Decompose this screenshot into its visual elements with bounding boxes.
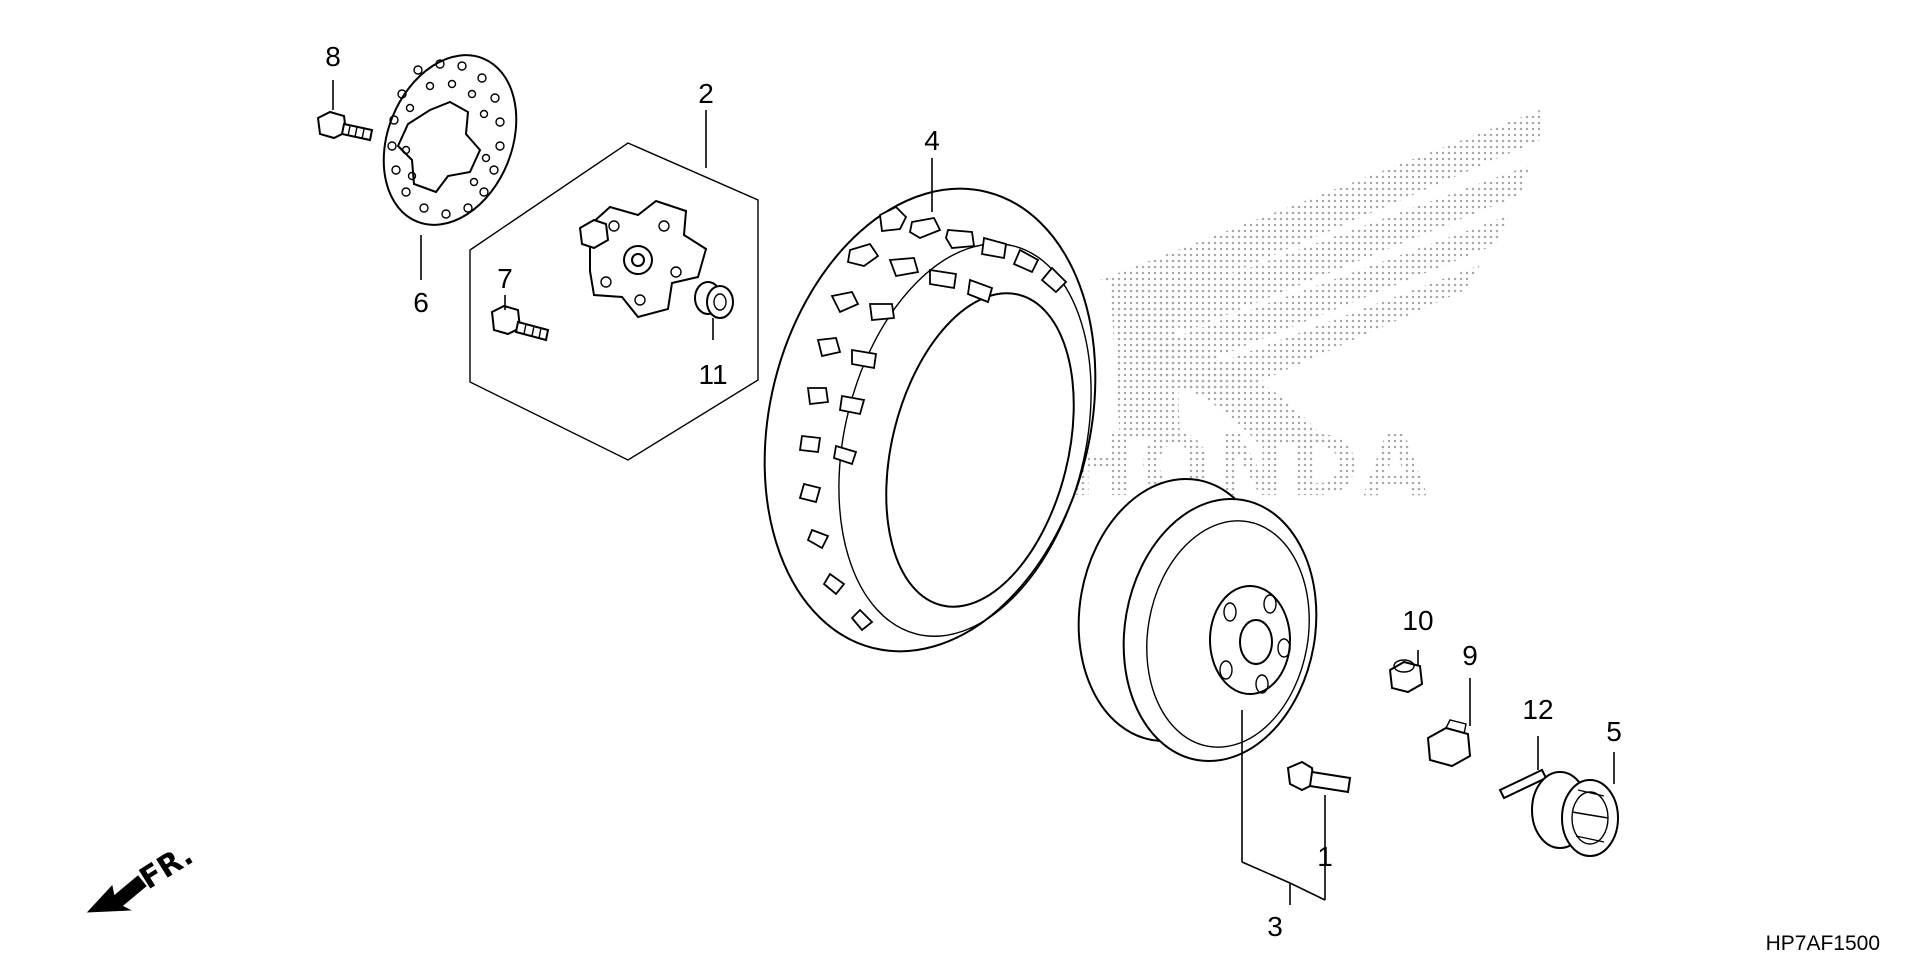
leader-lines <box>332 80 1615 905</box>
castle-nut-part <box>1426 719 1472 768</box>
front-arrow-icon <box>86 875 147 913</box>
wheel-nut-part <box>1388 659 1424 694</box>
callout-11: 11 <box>698 359 727 390</box>
diagram-reference-code: HP7AF1500 <box>1766 932 1880 955</box>
tire-part <box>763 187 1097 653</box>
hub-stud-part <box>490 304 550 342</box>
bearing-part <box>694 281 734 319</box>
wheel-rim-part <box>1077 477 1318 763</box>
callout-6: 6 <box>413 287 429 318</box>
callout-2: 2 <box>698 78 714 109</box>
callout-10: 10 <box>1402 605 1433 636</box>
hub-cap-part <box>1531 771 1619 857</box>
valve-stem-part <box>1286 760 1352 794</box>
honda-wing-watermark: HONDA <box>1065 110 1540 515</box>
callout-1: 1 <box>1317 841 1333 872</box>
callout-7: 7 <box>497 263 513 294</box>
disc-bolt-part <box>316 110 374 142</box>
callout-labels: 8 6 2 7 11 4 10 9 12 5 1 3 <box>325 41 1622 942</box>
callout-3: 3 <box>1267 911 1283 942</box>
brake-disc-part <box>382 54 518 226</box>
wheel-hub-part <box>578 199 708 319</box>
callout-8: 8 <box>325 41 341 72</box>
front-direction-indicator: FR. <box>86 838 199 913</box>
callout-9: 9 <box>1462 640 1478 671</box>
watermark-wordmark: HONDA <box>1065 417 1432 515</box>
callout-4: 4 <box>924 125 940 156</box>
callout-12: 12 <box>1522 694 1553 725</box>
hub-assembly-boundary <box>469 142 759 461</box>
callout-5: 5 <box>1606 716 1622 747</box>
